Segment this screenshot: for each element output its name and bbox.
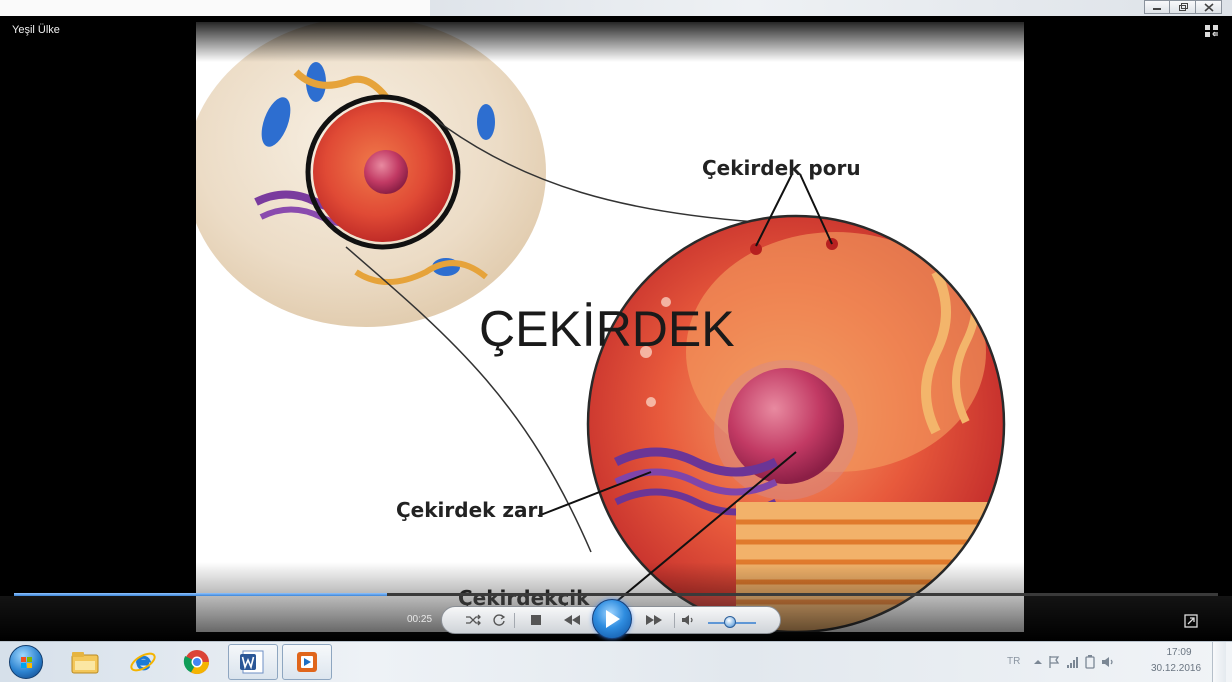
controls-separator <box>514 613 515 628</box>
video-frame[interactable]: ÇEKİRDEK Çekirdek poru Çekirdek zarı Çek… <box>196 22 1024 632</box>
taskbar-media-player[interactable] <box>282 644 332 680</box>
stop-icon <box>531 615 541 625</box>
video-headline: ÇEKİRDEK <box>479 300 735 358</box>
speaker-icon <box>1101 655 1115 669</box>
switch-to-library-button[interactable] <box>1184 614 1198 628</box>
titlebar-right <box>430 0 1232 16</box>
internet-explorer-icon <box>129 648 157 676</box>
close-icon <box>1204 3 1214 12</box>
previous-button[interactable] <box>554 607 590 633</box>
taskbar-chrome[interactable] <box>172 644 222 680</box>
stop-button[interactable] <box>526 607 546 633</box>
start-button[interactable] <box>9 645 43 679</box>
show-hidden-icons-button[interactable] <box>1031 655 1045 669</box>
battery-icon <box>1083 655 1097 669</box>
rewind-icon <box>563 615 581 625</box>
signal-icon <box>1066 655 1080 669</box>
label-nuclear-membrane: Çekirdek zarı <box>396 498 544 522</box>
chevron-up-icon <box>1031 655 1045 669</box>
chrome-icon <box>183 648 211 676</box>
volume-thumb[interactable] <box>724 616 736 628</box>
flag-icon <box>1047 655 1061 669</box>
fast-forward-icon <box>645 615 663 625</box>
minimize-icon <box>1152 3 1162 11</box>
controls-separator <box>674 613 675 628</box>
window-controls <box>1144 0 1222 14</box>
taskbar-word[interactable] <box>228 644 278 680</box>
restore-button[interactable] <box>1170 0 1196 14</box>
media-player-icon <box>294 649 320 675</box>
language-indicator[interactable]: TR <box>1007 656 1020 667</box>
taskbar-internet-explorer[interactable] <box>118 644 168 680</box>
minimize-button[interactable] <box>1144 0 1170 14</box>
clock-time[interactable]: 17:09 <box>1157 647 1201 658</box>
label-nuclear-pore: Çekirdek poru <box>702 156 861 180</box>
media-player: Yeşil Ülke <box>0 16 1232 641</box>
close-button[interactable] <box>1196 0 1222 14</box>
switch-view-icon <box>1184 614 1198 628</box>
repeat-button[interactable] <box>488 607 510 633</box>
volume-tray-button[interactable] <box>1101 655 1115 669</box>
play-button[interactable] <box>592 599 632 639</box>
restore-icon <box>1178 3 1188 12</box>
explorer-icon <box>70 649 100 675</box>
nucleolus <box>728 368 844 484</box>
shuffle-button[interactable] <box>462 607 484 633</box>
show-desktop-button[interactable] <box>1212 642 1226 682</box>
battery-button[interactable] <box>1083 655 1097 669</box>
speaker-icon <box>681 614 695 626</box>
titlebar-left <box>0 0 430 16</box>
media-title: Yeşil Ülke <box>12 24 60 36</box>
clock-date[interactable]: 30.12.2016 <box>1146 663 1206 674</box>
window-titlebar <box>0 0 1232 16</box>
shuffle-icon <box>465 614 481 626</box>
action-center-button[interactable] <box>1047 655 1061 669</box>
fullscreen-button[interactable] <box>1204 24 1220 38</box>
playback-controls: 00:25 <box>0 596 1232 641</box>
windows-logo-icon <box>10 646 44 680</box>
repeat-icon <box>492 613 506 627</box>
play-icon <box>603 609 621 629</box>
network-button[interactable] <box>1066 655 1080 669</box>
fullscreen-icon <box>1204 24 1220 38</box>
taskbar: TR 17:09 30.12.2016 <box>0 641 1232 682</box>
current-time: 00:25 <box>407 614 432 625</box>
next-button[interactable] <box>638 607 670 633</box>
taskbar-explorer[interactable] <box>60 644 110 680</box>
mute-button[interactable] <box>678 607 698 633</box>
word-icon <box>239 649 267 675</box>
